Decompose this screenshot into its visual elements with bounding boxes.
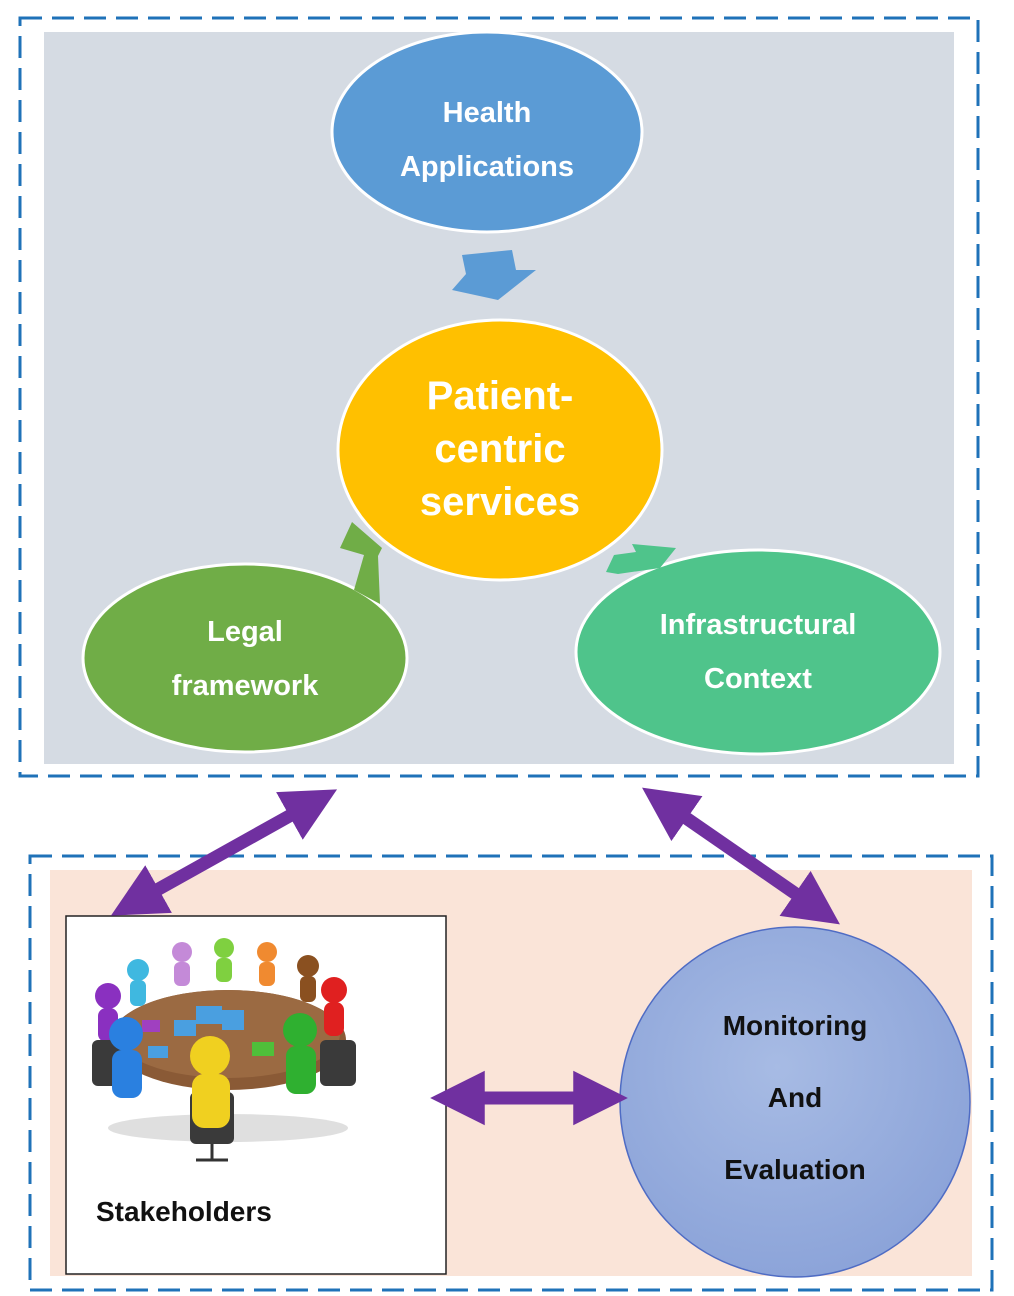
patient-centric-node bbox=[336, 318, 664, 582]
legal-framework-label: Legal framework bbox=[125, 605, 365, 713]
health-applications-label: Health Applications bbox=[367, 86, 607, 194]
monitoring-line-2: And bbox=[767, 1082, 823, 1113]
patient-centric-line-3: services bbox=[419, 480, 581, 524]
monitoring-line-3: Evaluation bbox=[724, 1154, 866, 1185]
patient-centric-line-1: Patient- bbox=[426, 374, 574, 418]
monitoring-evaluation-label: Monitoring And Evaluation bbox=[675, 990, 915, 1206]
infra-to-patient-arrow bbox=[606, 544, 676, 574]
patient-centric-line-2: centric bbox=[434, 427, 566, 471]
infrastructural-context-line-1: Infrastructural bbox=[659, 609, 857, 641]
legal-framework-line-1: Legal bbox=[207, 616, 283, 648]
infrastructural-context-node bbox=[574, 548, 942, 756]
health-applications-line-1: Health bbox=[442, 97, 532, 129]
bottom-panel-frame bbox=[28, 854, 994, 1292]
stakeholders-meeting-illustration bbox=[92, 938, 356, 1162]
health-to-patient-arrow bbox=[452, 250, 536, 300]
monitoring-line-1: Monitoring bbox=[722, 1010, 868, 1041]
monitoring-to-top-arrow bbox=[642, 787, 840, 925]
infrastructural-context-line-2: Context bbox=[704, 663, 812, 695]
top-panel-frame bbox=[18, 16, 980, 778]
stakeholders-to-top-arrow bbox=[110, 789, 338, 916]
infrastructural-context-label: Infrastructural Context bbox=[618, 598, 898, 706]
health-applications-node bbox=[330, 30, 644, 234]
patient-centric-label: Patient- centric services bbox=[360, 370, 640, 529]
stakeholders-label: Stakeholders bbox=[96, 1196, 272, 1227]
legal-framework-node bbox=[81, 562, 409, 754]
legal-to-patient-arrow bbox=[340, 522, 382, 604]
legal-framework-line-2: framework bbox=[171, 670, 319, 702]
health-applications-line-2: Applications bbox=[399, 151, 574, 183]
